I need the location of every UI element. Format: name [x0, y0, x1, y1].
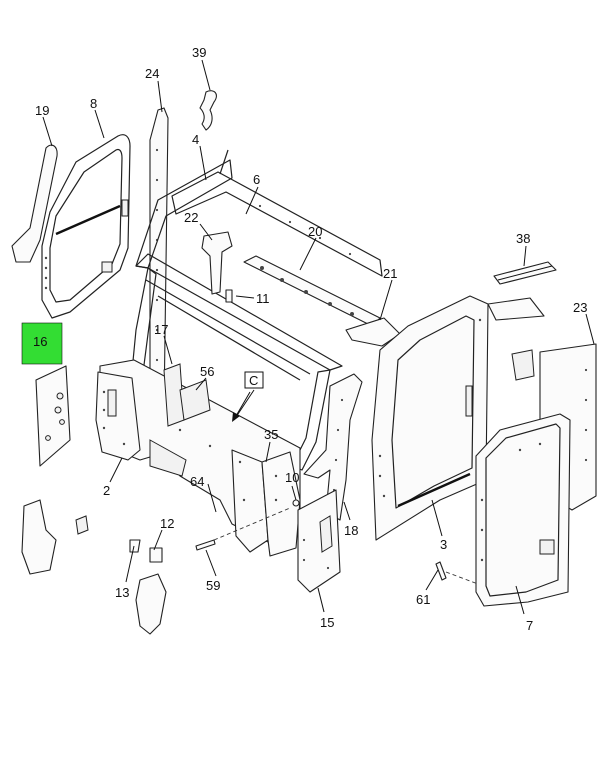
part-10-fastener: [292, 499, 300, 507]
callout-3: 3: [440, 537, 447, 552]
part-15-lower-panel: [297, 489, 341, 593]
callout-39: 39: [192, 45, 206, 60]
callout-35: 35: [264, 427, 278, 442]
part-61-pin: [435, 561, 447, 581]
part-13-bracket: [129, 539, 167, 635]
callout-8: 8: [90, 96, 97, 111]
callout-16-highlight: [21, 322, 63, 365]
part-39-seal-clip: [199, 90, 217, 131]
upper-right-bracket: [487, 297, 545, 321]
part-11-clip: [225, 289, 233, 303]
callout-20: 20: [308, 224, 322, 239]
callout-12: 12: [160, 516, 174, 531]
part-38-seal-strip: [493, 261, 557, 285]
view-arrow: [235, 391, 251, 417]
view-marker-label: C: [249, 373, 258, 388]
part-7-door: [475, 413, 571, 607]
part-19-trim-strip: [11, 144, 58, 263]
callout-11: 11: [256, 291, 270, 306]
callout-24: 24: [145, 66, 159, 81]
callout-38: 38: [516, 231, 530, 246]
callout-56: 56: [200, 364, 214, 379]
callout-18: 18: [344, 523, 358, 538]
callout-7: 7: [526, 618, 533, 633]
lower-left-bracket: [21, 499, 89, 575]
part-59-bolt: [195, 539, 216, 551]
callout-4: 4: [192, 132, 199, 147]
part-20-headliner-panel: [243, 255, 381, 327]
callout-13: 13: [115, 585, 129, 600]
callout-15: 15: [320, 615, 334, 630]
callout-17: 17: [154, 322, 168, 337]
callout-22: 22: [184, 210, 198, 225]
part-8-door-frame: [41, 134, 131, 319]
callout-10: 10: [285, 470, 299, 485]
callout-19: 19: [35, 103, 49, 118]
callout-6: 6: [253, 172, 260, 187]
callout-59: 59: [206, 578, 220, 593]
main-cab-frame: [95, 159, 343, 557]
view-marker-box: [244, 371, 264, 389]
callout-16: 16: [33, 334, 47, 349]
dash-line-61: [445, 571, 479, 585]
view-arrow-head: [232, 412, 240, 422]
part-12-plate: [149, 547, 163, 563]
part-6-header-rail: [171, 149, 383, 277]
callout-23: 23: [573, 300, 587, 315]
callout-2: 2: [103, 483, 110, 498]
callout-21: 21: [383, 266, 397, 281]
callout-64: 64: [190, 474, 204, 489]
callout-61: 61: [416, 592, 430, 607]
part-22-bracket: [201, 231, 233, 295]
part-16-side-plate: [35, 365, 71, 467]
